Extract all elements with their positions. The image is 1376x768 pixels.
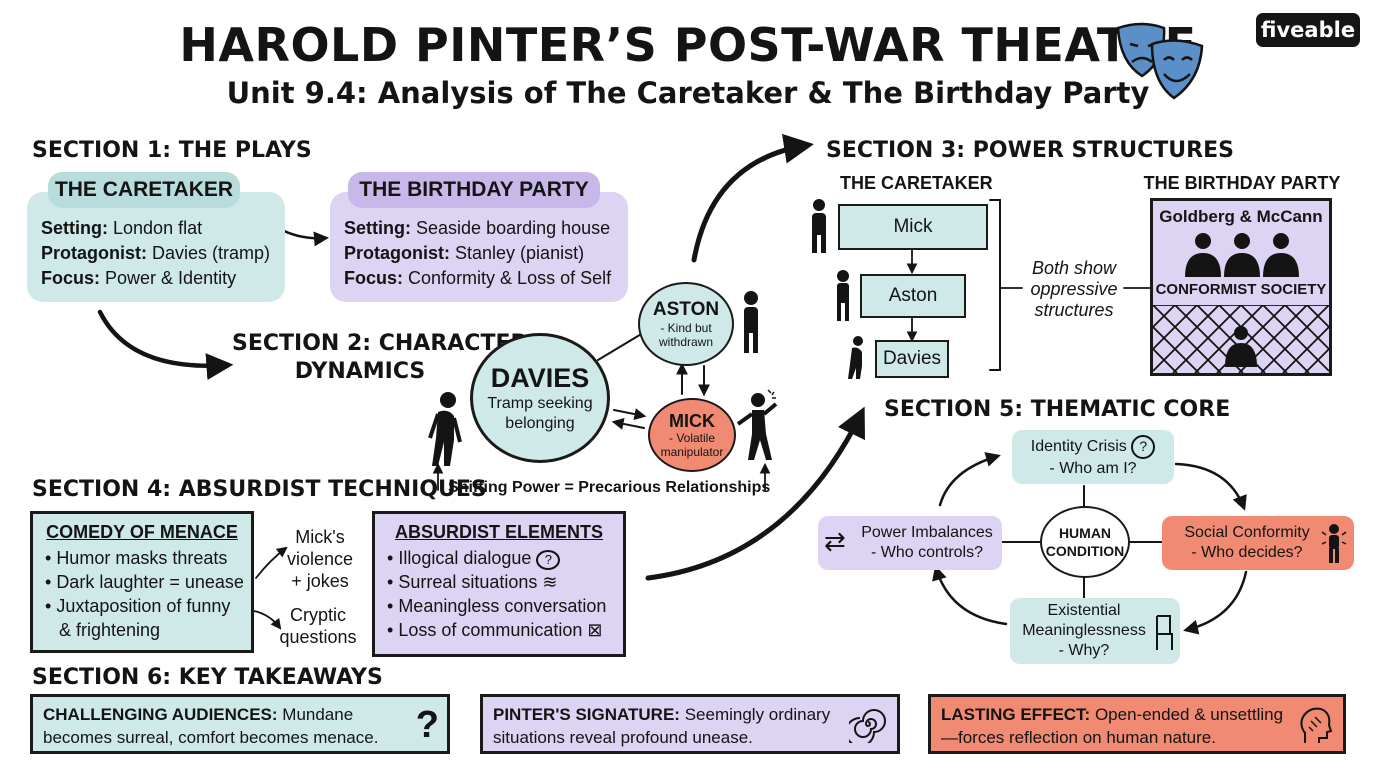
caretaker-row-setting: Setting: London flat <box>41 218 203 238</box>
element-item: Illogical dialogue ? <box>387 546 623 570</box>
absurdist-elements-box: ABSURDIST ELEMENTS Illogical dialogue ? … <box>372 511 626 657</box>
arrow-to-sec3 <box>691 133 814 263</box>
question-mark-icon: ? <box>415 704 439 746</box>
theme-existential: Existential Meaninglessness - Why? <box>1010 598 1180 664</box>
element-item: Loss of communication ⊠ <box>387 618 623 642</box>
sec3-birthday-title: THE BIRTHDAY PARTY <box>1143 173 1341 193</box>
caretaker-card: Setting: London flat Protagonist: Davies… <box>27 192 285 302</box>
oppressors-label: Goldberg & McCann <box>1159 207 1323 226</box>
arrow-plays <box>276 226 329 247</box>
no-speech-icon: ⊠ <box>587 620 603 640</box>
fiveable-logo: fiveable <box>1256 13 1360 47</box>
aston-circle: ASTON - Kind but withdrawn <box>638 282 734 366</box>
empty-chair-icon <box>1156 615 1173 650</box>
birthday-card: Setting: Seaside boarding house Protagon… <box>330 192 628 302</box>
caretaker-title: THE CARETAKER <box>48 172 240 208</box>
davies-figure-icon <box>428 392 462 466</box>
element-item: Meaningless conversation <box>387 594 623 618</box>
birthday-row-focus: Focus: Conformity & Loss of Self <box>344 268 612 288</box>
takeaway-challenging-audiences: CHALLENGING AUDIENCES: Mundane becomes s… <box>30 694 450 754</box>
hierarchy-davies: Davies <box>875 340 949 378</box>
takeaway-lasting-effect: LASTING EFFECT: Open-ended & unsettling … <box>928 694 1346 754</box>
conformist-society-box: Goldberg & McCann CONFORMIST SOCIETY <box>1150 198 1332 376</box>
menace-item: Dark laughter = unease <box>45 570 251 594</box>
section5-heading: SECTION 5: THEMATIC CORE <box>884 397 1231 422</box>
section2-heading: SECTION 2: CHARACTER DYNAMICS <box>232 331 528 384</box>
oppressive-note: Both show oppressive structures <box>1030 258 1118 320</box>
section6-heading: SECTION 6: KEY TAKEAWAYS <box>32 665 383 690</box>
power-figure-davies-icon <box>848 336 863 379</box>
davies-circle: DAVIES Tramp seeking belonging <box>470 333 610 463</box>
arrow-to-sec5 <box>645 406 865 581</box>
aston-figure-icon <box>744 291 758 353</box>
page-subtitle: Unit 9.4: Analysis of The Caretaker & Th… <box>226 76 1150 110</box>
conformist-society-label: CONFORMIST SOCIETY <box>1155 281 1327 298</box>
sec3-caretaker-title: THE CARETAKER <box>840 173 993 193</box>
power-figure-mick-icon <box>812 199 826 253</box>
caretaker-row-protagonist: Protagonist: Davies (tramp) <box>41 243 271 263</box>
menace-title: COMEDY OF MENACE <box>46 522 238 542</box>
thinking-head-icon <box>1300 707 1333 743</box>
theatre-masks-icon <box>1116 22 1204 100</box>
hierarchy-mick: Mick <box>838 204 988 250</box>
question-icon: ? <box>1131 435 1156 459</box>
menace-note-violence: Mick's violence + jokes <box>286 527 354 591</box>
swap-arrows-icon: ⇄ <box>824 526 846 556</box>
dynamics-caption: Shifting Power = Precarious Relationship… <box>448 479 771 496</box>
takeaway-pinters-signature: PINTER'S SIGNATURE: Seemingly ordinary s… <box>480 694 900 754</box>
cage-lattice-icon <box>1153 305 1329 373</box>
theme-power-imbalances: Power Imbalances - Who controls? <box>818 516 1002 570</box>
birthday-row-protagonist: Protagonist: Stanley (pianist) <box>344 243 585 263</box>
human-condition-circle: HUMAN CONDITION <box>1040 506 1130 578</box>
caretaker-row-focus: Focus: Power & Identity <box>41 268 237 288</box>
section3-heading: SECTION 3: POWER STRUCTURES <box>826 138 1234 163</box>
theme-identity-crisis: Identity Crisis ? - Who am I? <box>1012 430 1174 484</box>
section4-heading: SECTION 4: ABSURDIST TECHNIQUES <box>32 477 487 502</box>
page-title: HAROLD PINTER’S POST-WAR THEATRE <box>179 18 1197 72</box>
element-item: Surreal situations ≋ <box>387 570 623 594</box>
menace-item: Juxtaposition of funny <box>45 594 251 618</box>
birthday-title: THE BIRTHDAY PARTY <box>348 172 600 208</box>
hierarchy-aston: Aston <box>860 274 966 318</box>
arrow-sec1-sec2 <box>97 309 234 380</box>
menace-note-cryptic: Cryptic questions <box>279 605 357 647</box>
oppressor-group-icon <box>1185 233 1299 277</box>
menace-item: Humor masks threats <box>45 546 251 570</box>
section1-heading: SECTION 1: THE PLAYS <box>32 138 312 163</box>
power-figure-aston-icon <box>837 270 849 321</box>
elements-title: ABSURDIST ELEMENTS <box>394 522 603 542</box>
mick-circle: MICK - Volatile manipulator <box>648 398 736 472</box>
waves-icon: ≋ <box>542 572 558 592</box>
spiral-icon <box>849 709 886 743</box>
menace-item-cont: & frightening <box>59 620 161 640</box>
theme-social-conformity: Social Conformity - Who decides? <box>1162 516 1354 570</box>
comedy-of-menace-box: COMEDY OF MENACE Humor masks threats Dar… <box>30 511 254 653</box>
birthday-row-setting: Setting: Seaside boarding house <box>344 218 611 238</box>
speech-question-icon: ? <box>536 550 561 570</box>
pressured-person-icon <box>1321 524 1347 563</box>
mick-figure-icon <box>736 389 778 460</box>
